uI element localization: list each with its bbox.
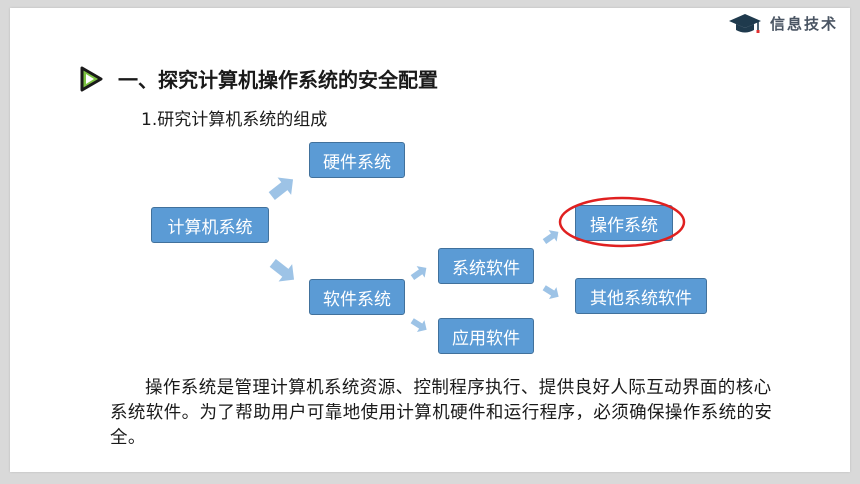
play-triangle-icon — [80, 66, 103, 92]
arrow-to-application-software-icon — [410, 318, 427, 332]
slide: 信息技术 一、探究计算机操作系统的安全配置 1.研究计算机系统的组成 计算机系统… — [10, 8, 850, 472]
description-paragraph: 操作系统是管理计算机系统资源、控制程序执行、提供良好人际互动界面的核心系统软件。… — [110, 378, 773, 448]
section-subtitle: 1.研究计算机系统的组成 — [141, 110, 328, 130]
node-hardware-system: 硬件系统 — [309, 142, 405, 178]
arrow-to-software-icon — [269, 259, 295, 282]
node-software-system: 软件系统 — [309, 279, 405, 315]
graduation-cap-icon — [729, 14, 761, 33]
arrow-to-hardware-icon — [268, 177, 294, 200]
node-system-software: 系统软件 — [438, 248, 534, 284]
node-computer-system: 计算机系统 — [151, 207, 269, 243]
brand-text: 信息技术 — [770, 14, 839, 33]
arrow-to-system-software-icon — [410, 266, 427, 281]
brand-logo: 信息技术 — [728, 10, 838, 36]
node-operating-system: 操作系统 — [575, 205, 673, 241]
node-other-system-software: 其他系统软件 — [575, 278, 707, 314]
page-title: 一、探究计算机操作系统的安全配置 — [118, 68, 438, 92]
highlight-ring — [558, 196, 686, 248]
node-application-software: 应用软件 — [438, 318, 534, 354]
arrow-to-other-system-software-icon — [542, 285, 559, 299]
